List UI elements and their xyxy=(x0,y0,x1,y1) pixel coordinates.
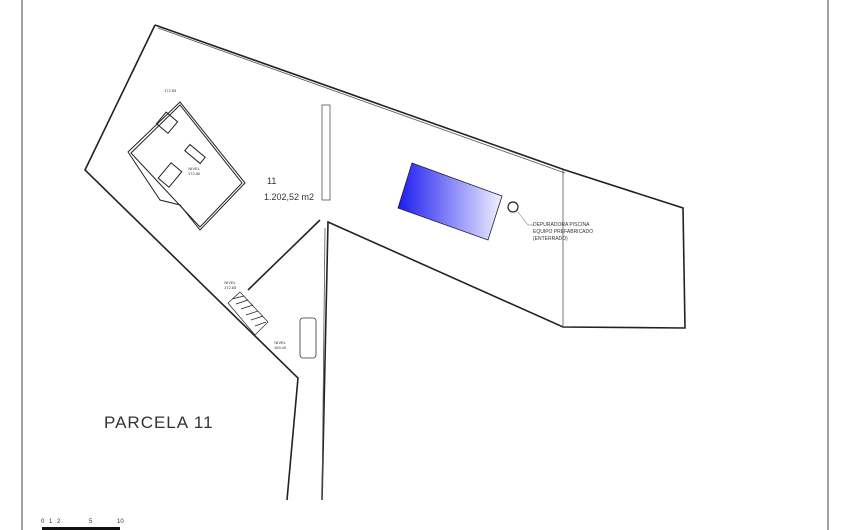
scale-tick: 10 xyxy=(117,519,124,525)
pool xyxy=(397,162,503,241)
level-top: 172.65 xyxy=(164,88,177,93)
scale-tick: 0 xyxy=(41,519,45,525)
scale-bar xyxy=(42,527,120,530)
plan-title: PARCELA 11 xyxy=(104,413,214,432)
lot-area: 1.202,52 m2 xyxy=(264,192,315,202)
pool-note: DEPURADORA PISCINA EQUIPO PREFABRICADO (… xyxy=(533,222,593,243)
car-icon xyxy=(299,317,317,359)
label: NIVEL xyxy=(188,166,200,171)
boundary-inner-line xyxy=(157,27,566,174)
note-line: DEPURADORA PISCINA xyxy=(533,222,590,228)
value: 172.65 xyxy=(224,285,237,290)
label: NIVEL xyxy=(224,280,236,285)
scale-tick: 5 xyxy=(89,519,93,525)
note-leader xyxy=(517,211,534,226)
label: NIVEL xyxy=(274,340,286,345)
lot-number: 11 xyxy=(267,176,277,186)
value: 172.80 xyxy=(188,171,201,176)
value: 169.40 xyxy=(274,345,287,350)
note-line: EQUIPO PREFABRICADO xyxy=(533,229,594,235)
scale-tick: 2 xyxy=(57,519,61,525)
house xyxy=(127,101,246,231)
lot-boundary xyxy=(84,24,686,501)
note-line: (ENTERRADO) xyxy=(533,236,568,242)
stairs xyxy=(227,291,269,336)
scale-tick: 1 xyxy=(49,519,53,525)
pool-filter-icon xyxy=(507,201,519,213)
